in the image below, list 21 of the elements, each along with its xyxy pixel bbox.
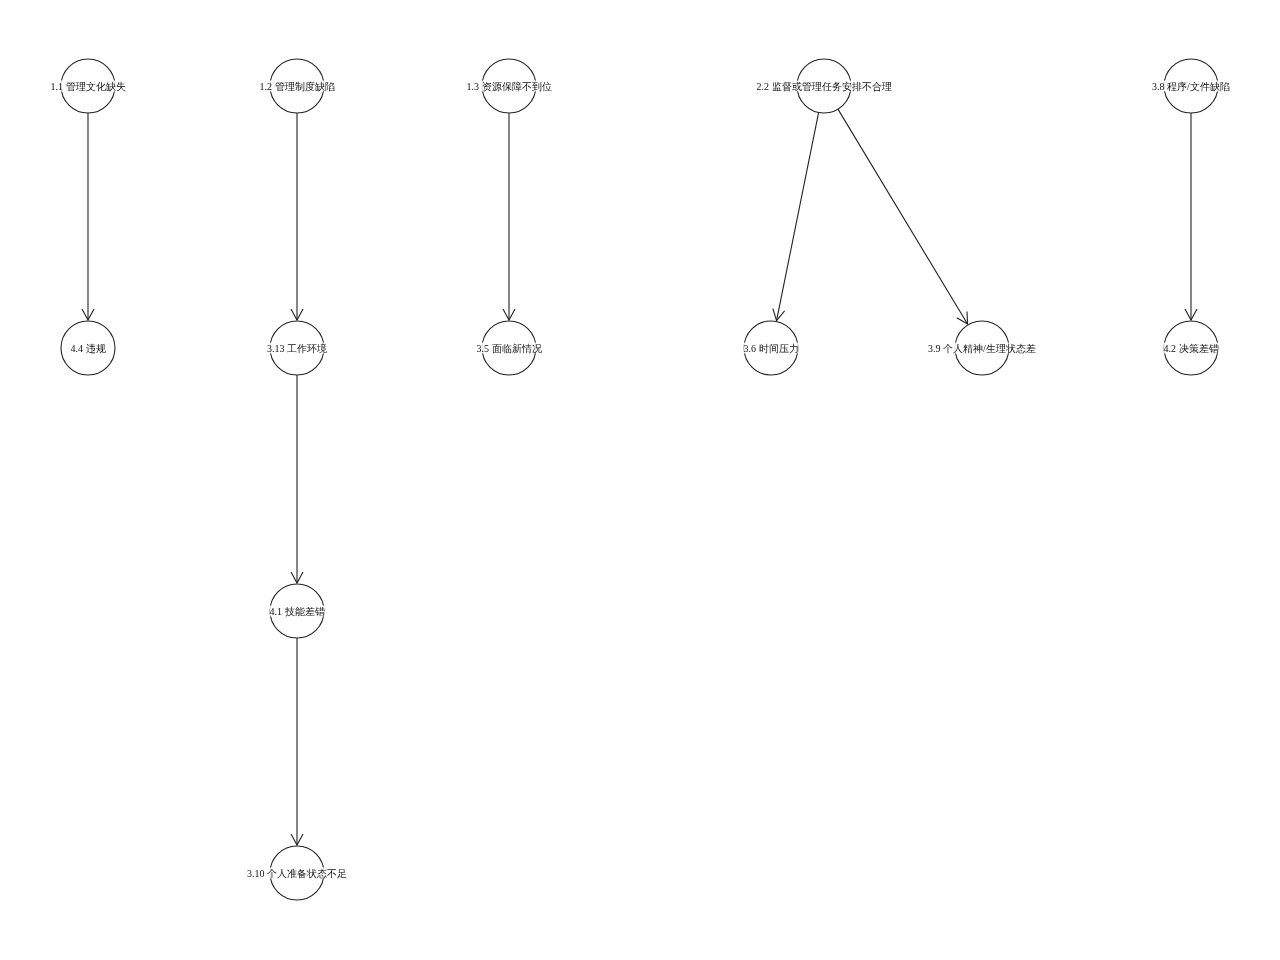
node-label: 3.5 面临新情况 <box>476 342 542 354</box>
node-label: 2.2 监督或管理任务安排不合理 <box>756 80 892 92</box>
arrow <box>1184 112 1198 321</box>
arrow <box>290 637 304 846</box>
node-label: 4.4 违规 <box>70 342 106 354</box>
node-label: 4.1 技能差错 <box>269 605 325 617</box>
node-label: 1.2 管理制度缺陷 <box>259 80 335 92</box>
arrow <box>81 112 95 321</box>
node-label: 1.1 管理文化缺失 <box>50 80 126 92</box>
node-label: 3.13 工作环境 <box>267 342 327 354</box>
node-label: 3.8 程序/文件缺陷 <box>1152 80 1230 92</box>
arrow <box>290 374 304 584</box>
node-label: 3.9 个人精神/生理状态差 <box>928 342 1036 354</box>
node-label: 3.10 个人准备状态不足 <box>247 867 347 879</box>
arrow <box>772 111 820 322</box>
node-label: 1.3 资源保障不到位 <box>466 80 552 92</box>
arrow <box>290 112 304 321</box>
node-label: 3.6 时间压力 <box>743 342 799 354</box>
arrow <box>502 112 516 321</box>
node-label: 4.2 决策差错 <box>1163 342 1219 354</box>
arrow <box>837 108 969 325</box>
